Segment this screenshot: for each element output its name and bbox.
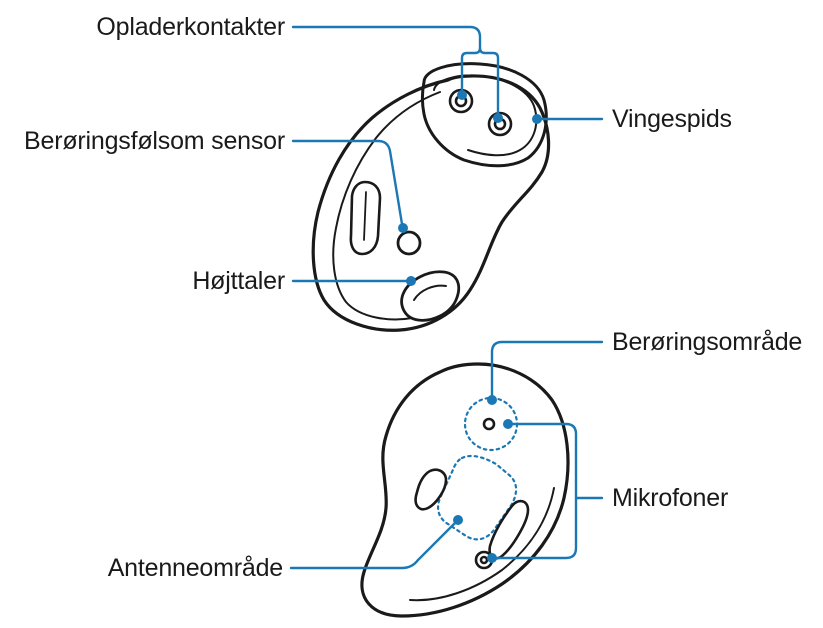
leader-dots <box>398 90 542 563</box>
earbud-top-inner-contour <box>332 91 441 321</box>
earbud-bottom-left-slot <box>414 468 448 511</box>
leader-antenna-area <box>289 518 460 570</box>
label-speaker: Højttaler <box>192 267 285 295</box>
touch-sensor-icon <box>396 230 422 256</box>
dot-speaker <box>406 276 416 286</box>
speaker-grille-inner-icon <box>413 284 447 301</box>
dot-mic-bottom <box>487 553 497 563</box>
dot-mic-top <box>503 419 513 429</box>
earbud-top-illustration <box>311 62 551 332</box>
earbud-top-body <box>311 74 551 332</box>
label-wingtip: Vingespids <box>612 105 732 133</box>
label-antenna-area: Antenneområde <box>107 554 284 582</box>
antenna-area-outline <box>437 454 518 541</box>
leader-touch-sensor <box>291 139 404 226</box>
label-touch-sensor: Berøringsfølsom sensor <box>24 127 285 155</box>
dot-antenna <box>453 515 463 525</box>
dot-touch-area <box>487 395 497 405</box>
dot-wingtip <box>532 114 542 124</box>
earbud-bottom-inner-contour <box>409 487 555 602</box>
dot-charging-right <box>493 113 503 123</box>
label-touch-area: Berøringsområde <box>612 328 803 356</box>
earbud-top-cap <box>421 62 548 168</box>
leader-microphones <box>490 422 604 560</box>
earbud-top-side-slot-inner <box>363 191 367 241</box>
earbud-bottom-body <box>360 362 570 618</box>
leader-lines <box>289 25 604 570</box>
earbud-bottom-illustration <box>360 362 570 618</box>
microphone-top-icon <box>482 417 496 431</box>
label-charging-contacts: Opladerkontakter <box>96 13 285 41</box>
leader-charging-contacts <box>291 25 500 118</box>
leader-touch-area <box>490 340 604 400</box>
earbud-bottom-right-slot <box>488 499 530 560</box>
dot-touch-sensor <box>398 223 408 233</box>
dot-charging-left <box>457 90 467 100</box>
label-microphones: Mikrofoner <box>612 484 729 512</box>
earbud-top-side-slot <box>349 180 382 256</box>
speaker-grille-icon <box>400 270 461 322</box>
